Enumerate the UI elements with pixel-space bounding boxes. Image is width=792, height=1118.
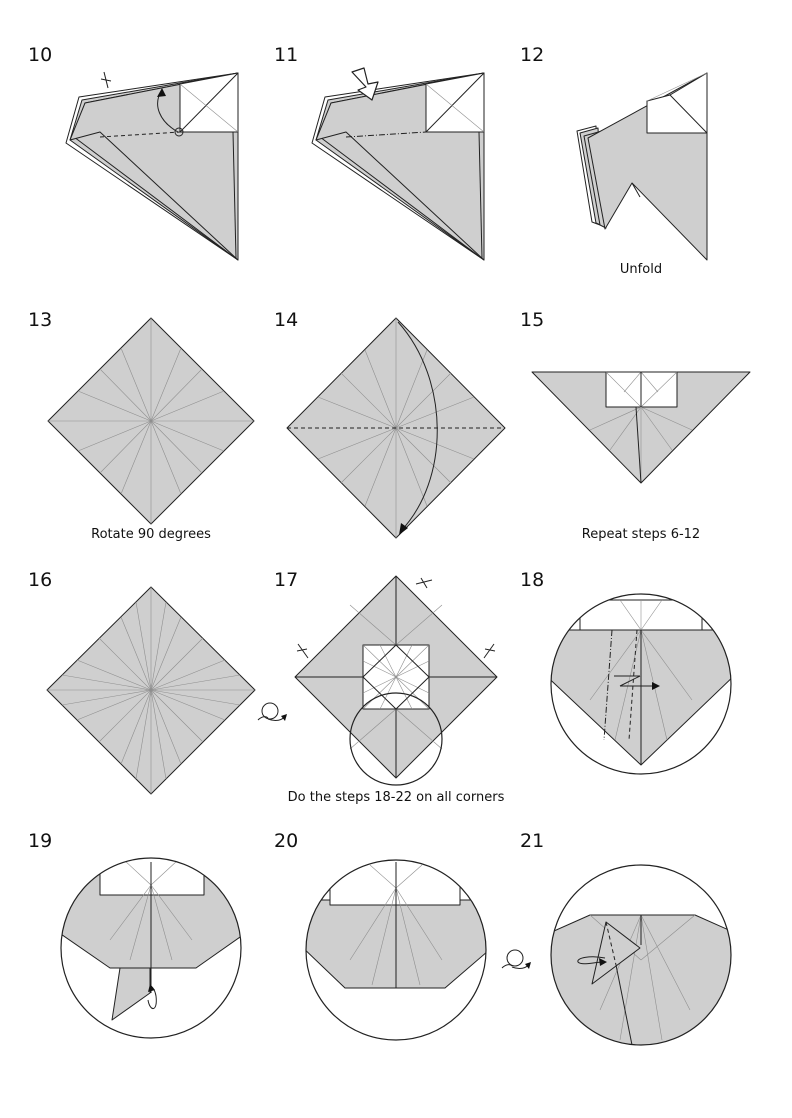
step-20-circle (305, 859, 487, 1041)
step-21-number: 21 (520, 830, 545, 852)
step-10-model (65, 72, 239, 261)
pinch-mark-icon (296, 577, 496, 659)
step-17-number: 17 (274, 569, 299, 591)
step-18-arrow (614, 675, 660, 690)
step-10-number: 10 (28, 44, 53, 66)
step-15-model (531, 371, 751, 484)
step-13-square (47, 317, 255, 525)
step-12-number: 12 (520, 44, 545, 66)
step-15-caption: Repeat steps 6-12 (581, 527, 701, 542)
fold-arrow-icon (397, 321, 438, 535)
push-arrow-icon (351, 67, 379, 101)
turn-over-icon (257, 702, 287, 721)
step-12-model (576, 72, 708, 261)
step-11-model (311, 72, 485, 261)
step-19-number: 19 (28, 830, 53, 852)
step-12-caption: Unfold (619, 262, 663, 277)
step-19-arrow (147, 984, 157, 1009)
step-16-square (46, 586, 256, 795)
step-18-circle (550, 593, 732, 775)
step-19-detail (61, 858, 241, 1021)
step-13-caption: Rotate 90 degrees (91, 527, 211, 542)
step-16-number: 16 (28, 569, 53, 591)
turn-over-icon (501, 949, 531, 969)
step-20-detail (306, 860, 486, 989)
step-21-detail (551, 914, 731, 1045)
step-14-square (286, 317, 506, 539)
step-21-circle (550, 864, 732, 1046)
step-15-number: 15 (520, 309, 545, 331)
step-13-number: 13 (28, 309, 53, 331)
step-11-number: 11 (274, 44, 299, 66)
step-17-caption: Do the steps 18-22 on all corners (287, 790, 505, 805)
step-18-detail (551, 599, 731, 766)
step-19-circle (60, 857, 242, 1039)
step-20-number: 20 (274, 830, 299, 852)
step-17-model (294, 575, 498, 786)
step-10-arrow (100, 71, 184, 137)
step-21-arrow (577, 956, 607, 966)
step-14-number: 14 (274, 309, 299, 331)
step-18-number: 18 (520, 569, 545, 591)
